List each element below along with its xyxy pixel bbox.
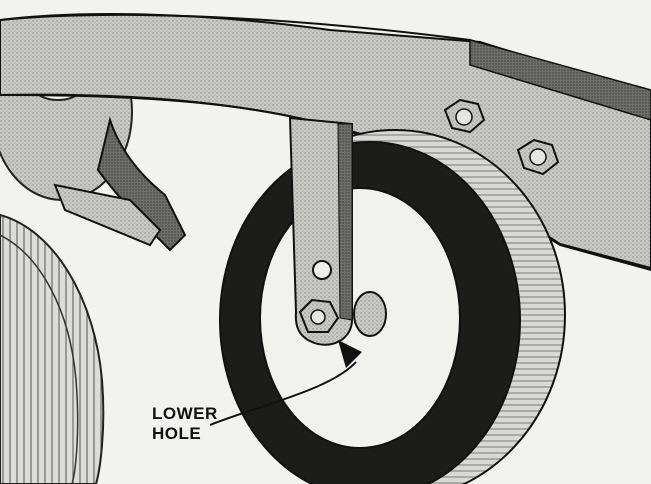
lower-hole-callout: LOWER HOLE: [152, 404, 218, 444]
leader-line: [209, 340, 362, 426]
wheel-arm: [288, 116, 387, 346]
left-tire: [0, 213, 105, 484]
frame-bolts: [443, 98, 560, 176]
tine-shank: [53, 116, 187, 252]
frame-beam: [0, 13, 651, 272]
callout-line-1: LOWER: [152, 404, 218, 423]
callout-line-2: HOLE: [152, 424, 202, 443]
